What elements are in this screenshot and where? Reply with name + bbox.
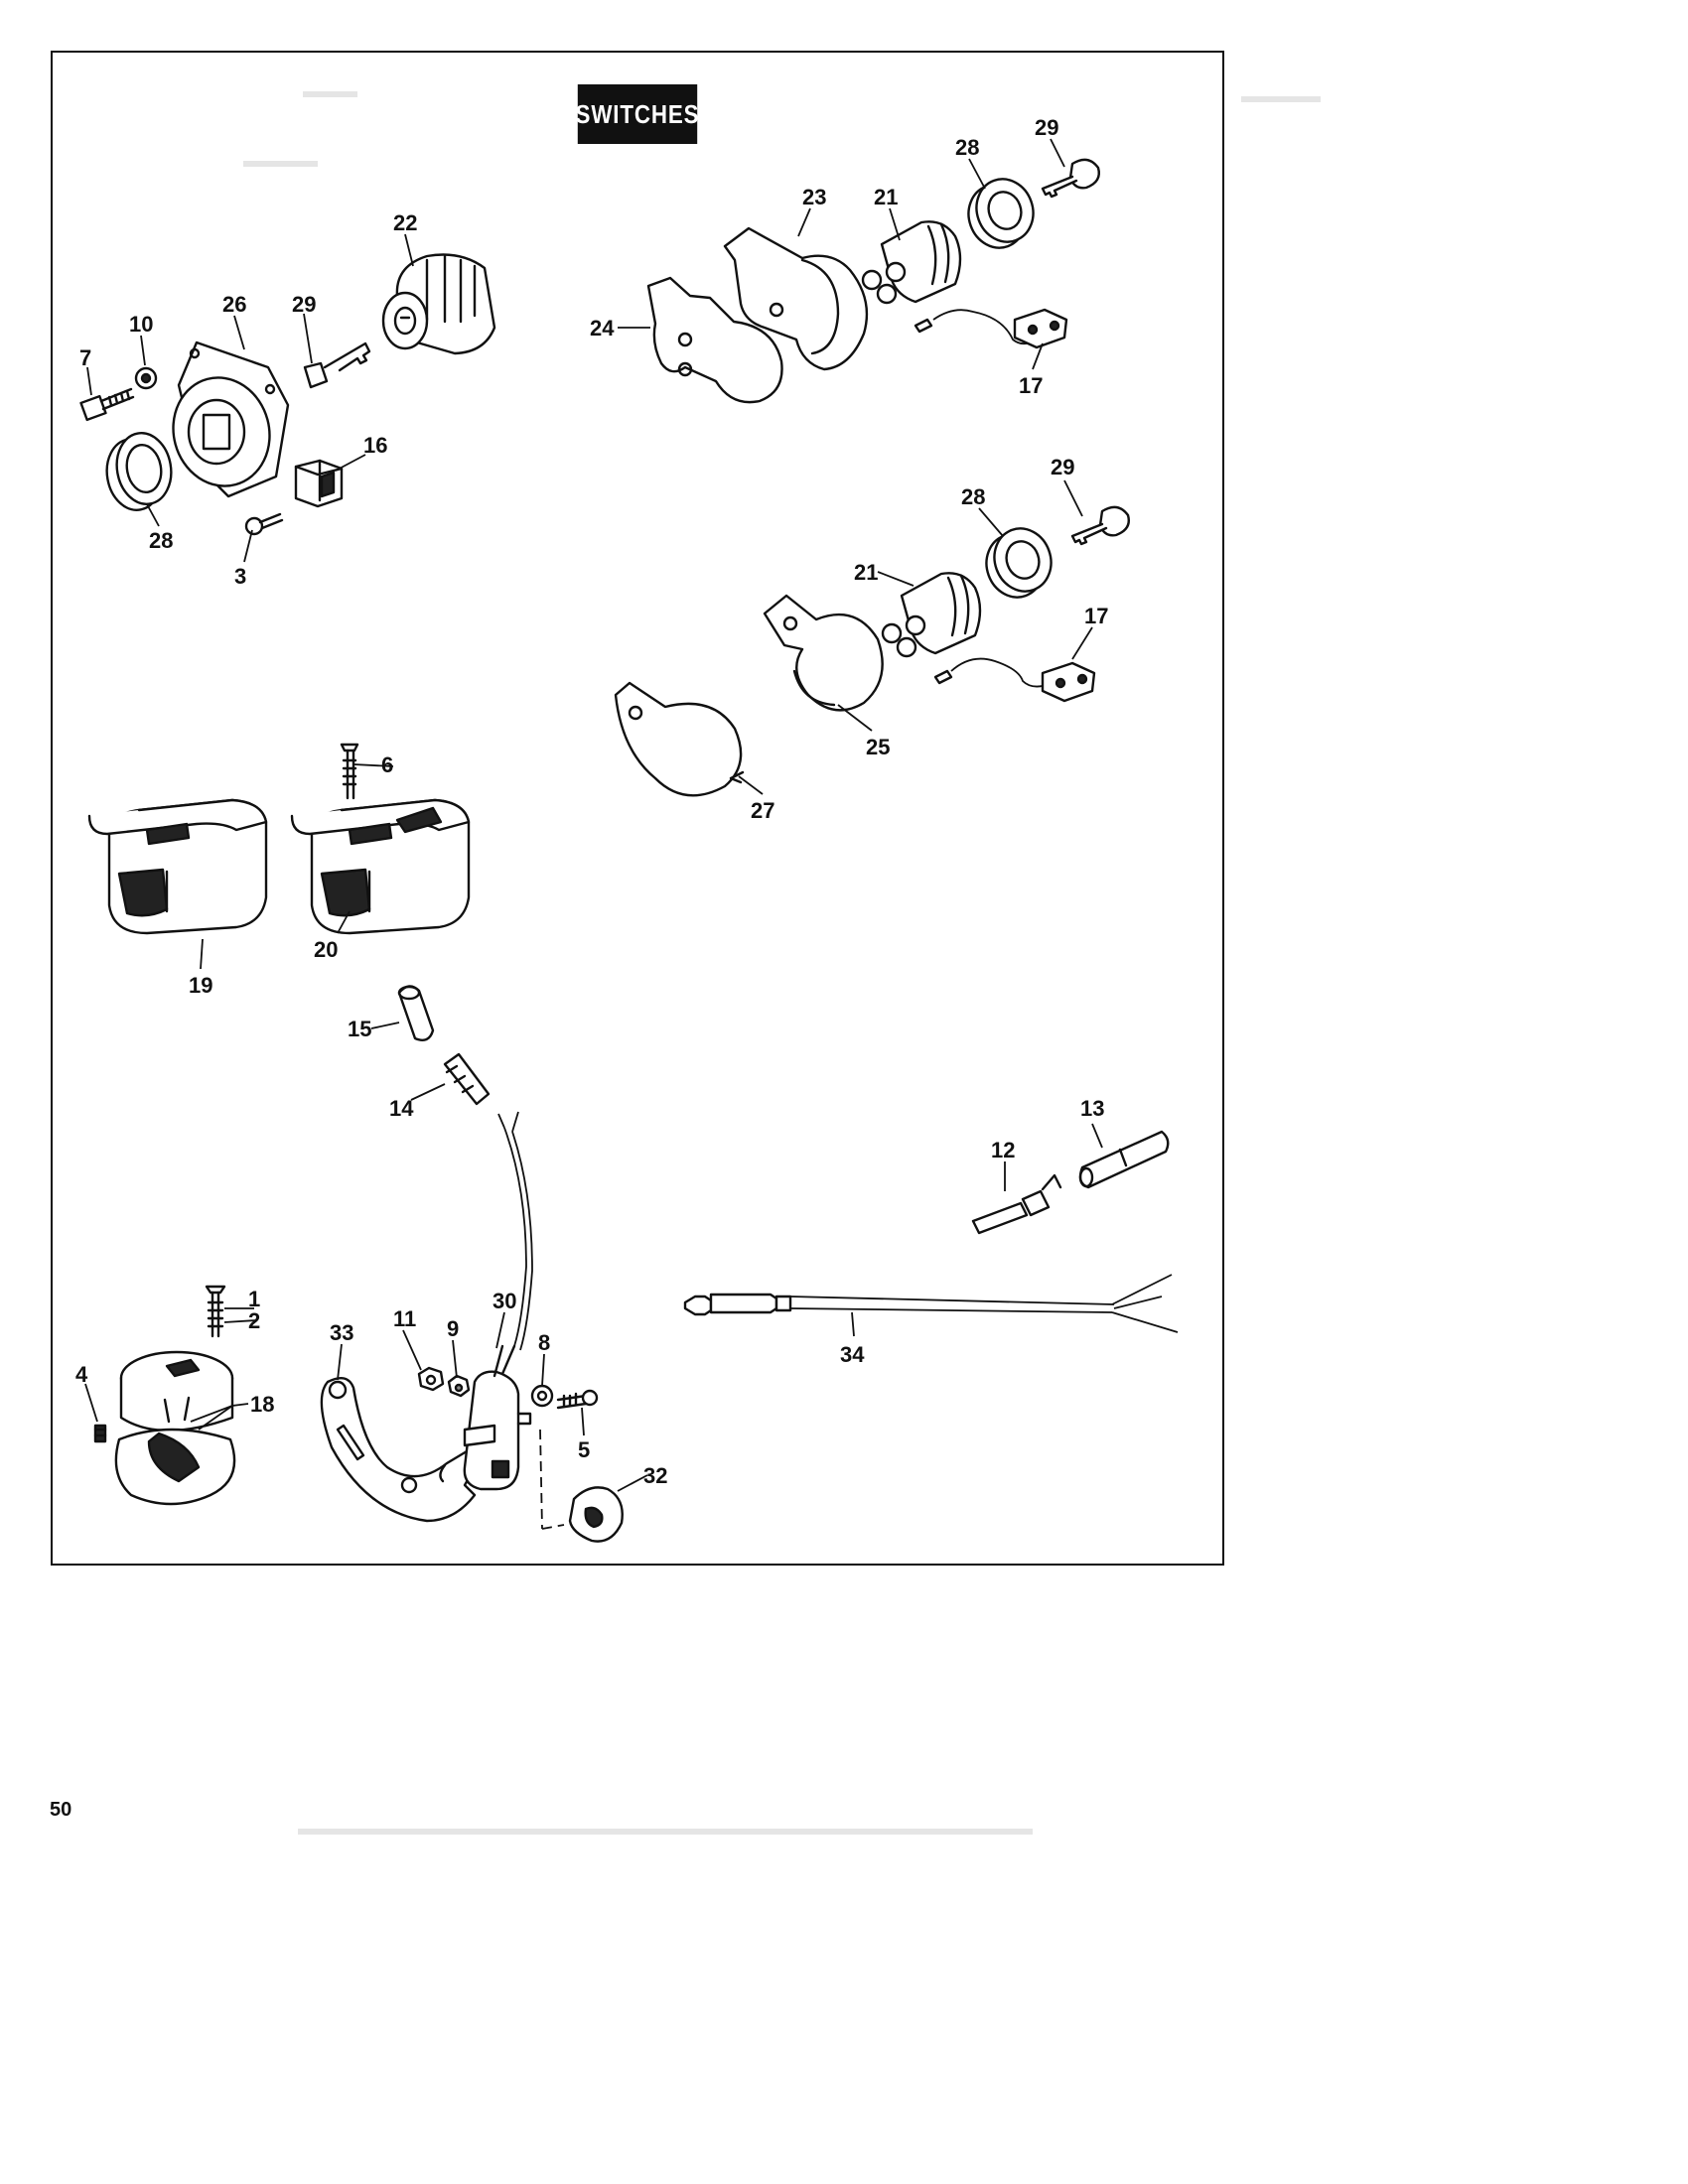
connector-icon — [933, 657, 1096, 703]
callout-10: 10 — [129, 312, 153, 337]
wire-icon — [683, 1274, 1179, 1333]
switch-housing-icon — [463, 1344, 532, 1491]
connector-icon — [971, 1173, 1062, 1235]
callout-29-lower: 29 — [1051, 455, 1074, 479]
callout-3: 3 — [234, 564, 246, 589]
key-icon — [1041, 158, 1100, 199]
bolt-icon — [556, 1389, 599, 1410]
callout-8: 8 — [538, 1330, 550, 1355]
callout-18: 18 — [250, 1392, 274, 1417]
ring-nut-icon — [967, 178, 1035, 249]
callout-26: 26 — [222, 292, 246, 317]
switch-housing-icon — [723, 226, 869, 371]
connector-icon — [568, 1486, 624, 1543]
callout-28-upper: 28 — [955, 135, 979, 160]
callout-34: 34 — [840, 1342, 865, 1367]
alignment-line — [539, 1429, 565, 1530]
callout-25: 25 — [866, 735, 890, 759]
callout-12: 12 — [991, 1138, 1015, 1162]
callout-22: 22 — [393, 210, 417, 235]
switch-housing-icon — [172, 341, 290, 498]
key-icon — [1070, 505, 1130, 546]
callout-21-upper: 21 — [874, 185, 898, 209]
connector-icon — [397, 985, 435, 1041]
nut-icon — [417, 1366, 445, 1392]
callout-20: 20 — [314, 937, 338, 962]
washer-icon — [530, 1384, 554, 1408]
bolt-icon — [79, 387, 135, 422]
callout-1: 1 — [248, 1287, 260, 1311]
connector-icon — [443, 1052, 491, 1106]
switch-housing-icon — [614, 681, 745, 797]
callout-4: 4 — [75, 1362, 88, 1387]
callout-labels: 7 10 26 29 22 16 28 3 23 24 21 28 29 17 … — [75, 115, 1108, 1488]
callout-17-lower: 17 — [1084, 604, 1108, 628]
callout-28: 28 — [149, 528, 173, 553]
callout-6: 6 — [381, 752, 393, 777]
leader-lines — [84, 138, 1103, 1492]
callout-14: 14 — [389, 1096, 414, 1121]
switch-housing-icon — [87, 798, 268, 935]
bolt-icon — [205, 1285, 226, 1338]
switch-housing-icon — [320, 1376, 481, 1523]
callout-15: 15 — [348, 1017, 371, 1041]
bolt-icon — [244, 512, 284, 536]
bolt-icon — [340, 743, 359, 800]
ring-nut-icon — [985, 527, 1053, 599]
callout-16: 16 — [363, 433, 387, 458]
ghost-table — [243, 91, 1321, 1835]
washer-icon — [134, 366, 158, 390]
callout-2: 2 — [248, 1308, 260, 1333]
callout-17-upper: 17 — [1019, 373, 1043, 398]
callout-5: 5 — [578, 1437, 590, 1462]
connector-icon — [914, 308, 1068, 349]
switch-housing-icon — [114, 1350, 236, 1506]
callout-33: 33 — [330, 1320, 353, 1345]
callout-19: 19 — [189, 973, 212, 998]
callout-13: 13 — [1080, 1096, 1104, 1121]
callout-23: 23 — [802, 185, 826, 209]
section-title: SWITCHES — [576, 84, 699, 144]
callout-7: 7 — [79, 345, 91, 370]
callout-29-upper: 29 — [1035, 115, 1058, 140]
callout-21-lower: 21 — [854, 560, 878, 585]
callout-30: 30 — [492, 1289, 516, 1313]
callout-29: 29 — [292, 292, 316, 317]
nut-icon — [447, 1374, 471, 1398]
switch-housing-icon — [861, 220, 962, 305]
ring-nut-icon — [105, 432, 173, 511]
connector-icon — [294, 459, 344, 508]
switch-housing-icon — [881, 572, 982, 658]
bolt-icon — [93, 1424, 107, 1443]
callout-32: 32 — [643, 1463, 667, 1488]
callout-11: 11 — [393, 1306, 416, 1331]
key-icon — [303, 341, 371, 389]
switch-housing-icon — [290, 798, 471, 935]
wire-icon — [497, 1111, 533, 1351]
callout-24: 24 — [590, 316, 615, 341]
switch-housing-icon — [646, 276, 783, 404]
page-number: 50 — [50, 1799, 72, 1821]
callout-27: 27 — [751, 798, 774, 823]
callout-9: 9 — [447, 1316, 459, 1341]
switch-housing-icon — [381, 253, 496, 355]
connector-icon — [1078, 1130, 1170, 1189]
callout-28-lower: 28 — [961, 484, 985, 509]
switch-housing-icon — [763, 594, 884, 712]
